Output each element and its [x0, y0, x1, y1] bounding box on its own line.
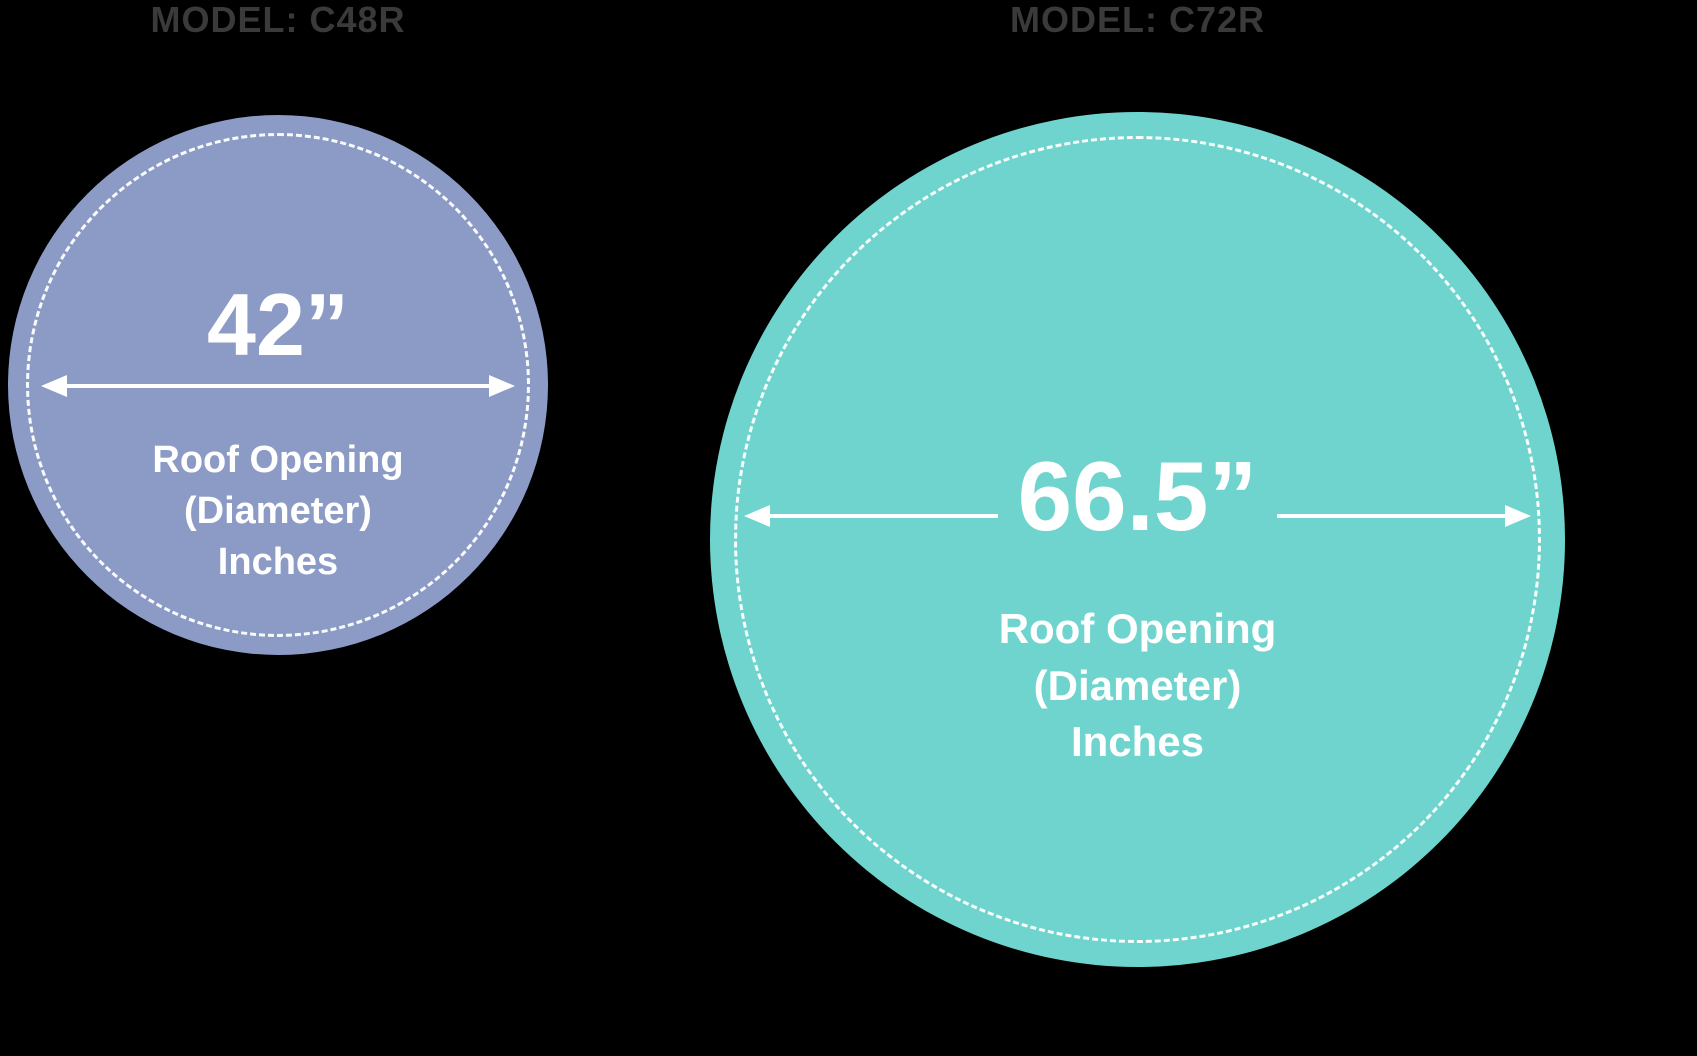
- diameter-value-c48r: 42”: [207, 275, 349, 374]
- diameter-arrow-c48r: [41, 374, 515, 397]
- circle-c72r: 66.5” Roof Opening (Diameter) Inches: [710, 112, 1565, 967]
- diameter-caption-c72r: Roof Opening (Diameter) Inches: [999, 601, 1277, 771]
- arrow-line: [67, 383, 489, 388]
- diameter-arrow-c72r: 66.5”: [744, 441, 1531, 551]
- diameter-caption-c48r: Roof Opening (Diameter) Inches: [152, 435, 403, 589]
- caption-line: Inches: [1070, 718, 1205, 766]
- caption-line: Roof Opening: [152, 438, 404, 481]
- model-title-c48r: MODEL: C48R: [150, 0, 406, 40]
- arrowhead-right-icon: [1504, 505, 1531, 528]
- caption-line: (Diameter): [184, 489, 372, 532]
- model-title-c72r: MODEL: C72R: [1009, 0, 1266, 40]
- circle-c48r: 42” Roof Opening (Diameter) Inches: [8, 115, 548, 655]
- arrow-segment-left: [744, 505, 998, 528]
- arrowhead-right-icon: [489, 374, 515, 397]
- arrow-segment-right: [1277, 505, 1531, 528]
- diameter-value-c72r: 66.5”: [1017, 441, 1258, 551]
- caption-line: Inches: [217, 541, 339, 584]
- arrow-line: [770, 514, 998, 519]
- arrowhead-left-icon: [744, 505, 771, 528]
- caption-line: Roof Opening: [998, 605, 1277, 653]
- arrow-line: [1277, 514, 1505, 519]
- arrowhead-left-icon: [41, 374, 67, 397]
- caption-line: (Diameter): [1033, 661, 1242, 709]
